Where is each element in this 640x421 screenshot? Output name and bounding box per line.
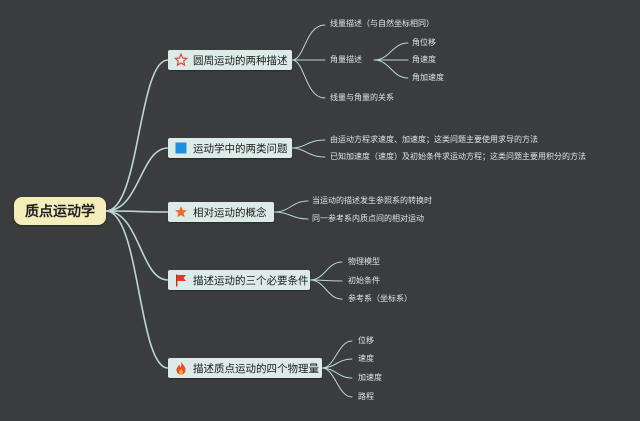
leaf-same-frame-relative: 同一参考系内质点间的相对运动 [312,214,424,223]
leaf-reference-frame: 参考系（坐标系） [348,294,412,303]
link-root-branch-2 [105,147,169,212]
fire-icon [174,361,188,375]
leaf-problem-integration: 已知加速度（速度）及初始条件求运动方程；这类问题主要用积分的方法 [330,152,586,161]
blue-square-icon [174,141,188,155]
leaf-angular-acceleration: 角加速度 [412,73,444,82]
leaf-problem-differentiation: 由运动方程求速度、加速度；这类问题主要使用求导的方法 [330,135,538,144]
leaf-initial-conditions: 初始条件 [348,276,380,285]
branch-label: 相对运动的概念 [193,206,267,219]
leaf-frame-change: 当运动的描述发生参照系的转换时 [312,196,432,205]
link-root-branch-5 [105,210,169,369]
branch-label: 运动学中的两类问题 [193,142,288,155]
branch-circular-motion: 圆周运动的两种描述 [168,50,292,70]
link-root-branch-3 [105,210,169,213]
leaf-physical-model: 物理模型 [348,257,380,266]
root-node: 质点运动学 [14,197,106,225]
leaf-linear-description: 线量描述（与自然坐标相同） [330,19,434,28]
branch-two-problem-types: 运动学中的两类问题 [168,138,292,158]
link-root-branch-4 [105,210,169,281]
leaf-velocity: 速度 [358,354,374,363]
link-root-branch-1 [105,59,169,212]
leaf-displacement: 位移 [358,336,374,345]
branch-four-quantities: 描述质点运动的四个物理量 [168,358,322,378]
leaf-path-length: 路程 [358,392,374,401]
branch-three-conditions: 描述运动的三个必要条件 [168,270,310,290]
orange-star-icon [174,205,188,219]
branch-label: 圆周运动的两种描述 [193,54,288,67]
branch-label: 描述运动的三个必要条件 [193,274,309,287]
leaf-linear-angular-relation: 线量与角量的关系 [330,93,394,102]
red-flag-icon [174,273,188,287]
branch-relative-motion: 相对运动的概念 [168,202,274,222]
leaf-angular-velocity: 角速度 [412,55,436,64]
leaf-acceleration: 加速度 [358,373,382,382]
star-outline-icon [174,53,188,67]
leaf-angular-description: 角量描述 [330,55,362,64]
branch-label: 描述质点运动的四个物理量 [193,362,319,375]
leaf-angular-displacement: 角位移 [412,38,436,47]
